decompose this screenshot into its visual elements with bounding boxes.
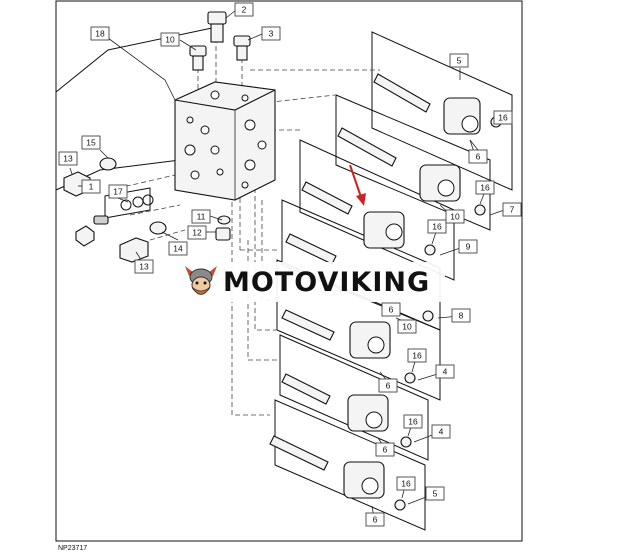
callout-6-e: 6 xyxy=(381,302,401,317)
svg-text:3: 3 xyxy=(269,29,274,39)
callout-1: 1 xyxy=(81,179,101,194)
svg-text:17: 17 xyxy=(113,187,123,197)
highlight-arrow xyxy=(349,164,363,201)
svg-text:4: 4 xyxy=(443,367,448,377)
solenoid-coils xyxy=(343,97,481,499)
callout-4-b: 4 xyxy=(431,424,451,439)
callout-5-b: 5 xyxy=(425,486,445,501)
figure-id: NP23717 xyxy=(58,545,88,552)
cartridge-valves xyxy=(269,73,431,471)
callout-13-lower: 13 xyxy=(134,259,154,274)
callout-17: 17 xyxy=(108,184,128,199)
callout-10: 10 xyxy=(160,32,180,47)
svg-text:12: 12 xyxy=(192,228,202,238)
svg-text:16: 16 xyxy=(480,183,490,193)
svg-text:9: 9 xyxy=(466,242,471,252)
svg-text:18: 18 xyxy=(95,29,105,39)
callout-12: 12 xyxy=(187,225,207,240)
svg-text:2: 2 xyxy=(242,5,247,15)
callout-18: 18 xyxy=(90,26,110,41)
svg-text:1: 1 xyxy=(89,182,94,192)
svg-text:16: 16 xyxy=(408,417,418,427)
svg-text:16: 16 xyxy=(432,222,442,232)
svg-text:6: 6 xyxy=(383,445,388,455)
svg-text:16: 16 xyxy=(401,479,411,489)
svg-text:15: 15 xyxy=(86,138,96,148)
valve-block xyxy=(174,81,276,201)
callout-6-d: 6 xyxy=(365,512,385,527)
svg-text:10: 10 xyxy=(450,212,460,222)
callout-5: 5 xyxy=(449,53,469,68)
svg-text:6: 6 xyxy=(389,305,394,315)
top-plugs xyxy=(189,11,251,71)
svg-text:6: 6 xyxy=(373,515,378,525)
callout-13: 13 xyxy=(58,151,78,166)
callout-7: 7 xyxy=(502,202,522,217)
callout-16-f: 16 xyxy=(396,476,416,491)
watermark-banner: MOTOVIKING xyxy=(177,262,445,302)
watermark-text: MOTOVIKING xyxy=(223,266,431,298)
svg-text:7: 7 xyxy=(510,205,515,215)
callout-10-c: 10 xyxy=(445,209,465,224)
svg-text:13: 13 xyxy=(139,262,149,272)
callout-15: 15 xyxy=(81,135,101,150)
callout-6-c: 6 xyxy=(375,442,395,457)
left-group-bracket xyxy=(55,27,213,93)
callout-6: 6 xyxy=(468,149,488,164)
diagram-frame xyxy=(55,0,523,542)
callout-4: 4 xyxy=(435,364,455,379)
svg-text:16: 16 xyxy=(412,351,422,361)
svg-text:10: 10 xyxy=(165,35,175,45)
callout-6-b: 6 xyxy=(378,378,398,393)
callout-16-d: 16 xyxy=(407,348,427,363)
svg-text:4: 4 xyxy=(439,427,444,437)
callout-3: 3 xyxy=(261,26,281,41)
callout-14: 14 xyxy=(168,241,188,256)
svg-text:6: 6 xyxy=(476,152,481,162)
svg-text:5: 5 xyxy=(433,489,438,499)
callout-11: 11 xyxy=(191,209,211,224)
callout-16: 16 xyxy=(493,110,513,125)
callout-2: 2 xyxy=(234,2,254,17)
callout-16-c: 16 xyxy=(427,219,447,234)
callout-16-e: 16 xyxy=(403,414,423,429)
svg-text:10: 10 xyxy=(402,322,412,332)
svg-text:11: 11 xyxy=(197,212,206,222)
svg-text:14: 14 xyxy=(173,244,183,254)
svg-text:8: 8 xyxy=(459,311,464,321)
callout-16-b: 16 xyxy=(475,180,495,195)
svg-text:16: 16 xyxy=(498,113,508,123)
left-fittings xyxy=(63,157,231,263)
callout-9: 9 xyxy=(458,239,478,254)
callout-10-b: 10 xyxy=(397,319,417,334)
svg-text:13: 13 xyxy=(63,154,73,164)
svg-text:5: 5 xyxy=(457,56,462,66)
callout-8: 8 xyxy=(451,308,471,323)
nuts xyxy=(394,116,502,511)
svg-text:6: 6 xyxy=(386,381,391,391)
viking-mascot-icon xyxy=(185,266,217,295)
